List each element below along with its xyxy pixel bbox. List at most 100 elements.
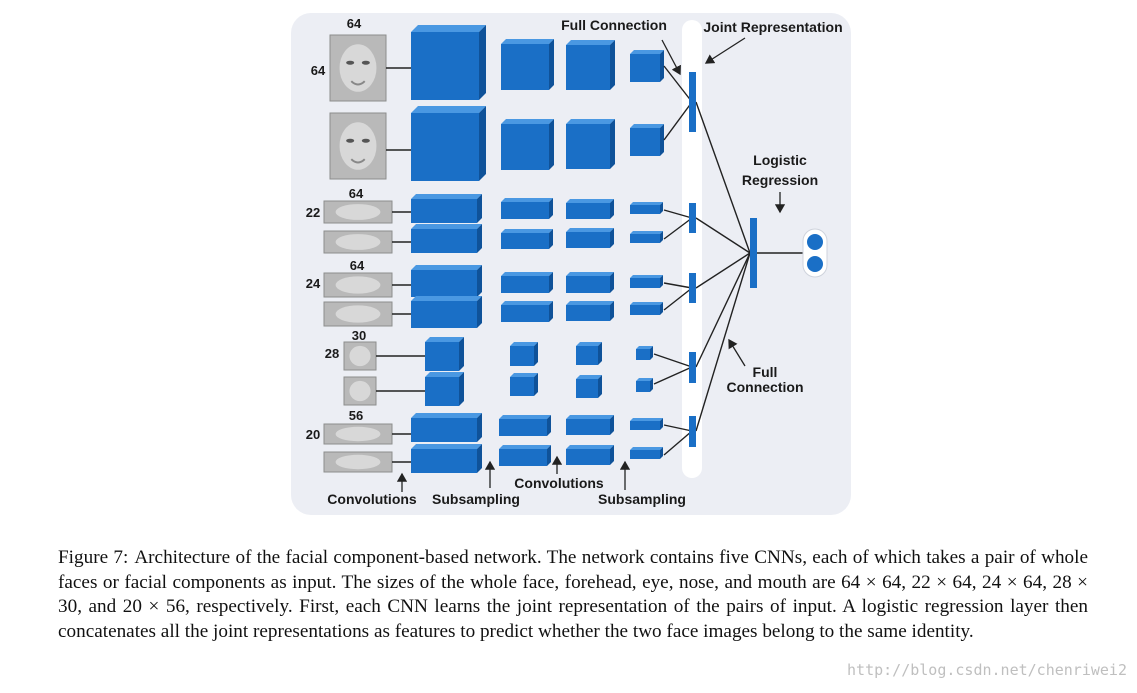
nose-image-1 <box>343 341 377 371</box>
eye-1-conv2-block <box>566 272 614 293</box>
eye-image-1 <box>323 272 393 298</box>
whole-face-width-label: 64 <box>347 16 362 31</box>
to-joint-line-4 <box>663 217 693 240</box>
forehead-image-1 <box>323 200 393 224</box>
whole-face-image-1 <box>329 34 387 102</box>
forehead-image-2 <box>323 230 393 254</box>
whole-face-1-subsample1-block <box>501 39 554 90</box>
output-node-2 <box>807 256 823 272</box>
nose-2-subsample2-block <box>636 378 653 392</box>
full-connection-bottom-arrow <box>728 338 746 367</box>
to-logistic-line-5 <box>695 252 751 432</box>
to-logistic-line-1 <box>695 101 751 254</box>
subsampling-label-1: Subsampling <box>432 491 520 507</box>
nose-image-2 <box>343 376 377 406</box>
convolutions-label-1: Convolutions <box>327 491 417 507</box>
eye-image-2 <box>323 301 393 327</box>
whole-face-1-subsample2-block <box>630 50 664 82</box>
eye-2-conv1-block <box>411 296 482 328</box>
forehead-2-subsample1-block <box>501 229 553 249</box>
forehead-1-conv1-block <box>411 194 482 223</box>
watermark: http://blog.csdn.net/chenriwei2 <box>847 661 1127 679</box>
eye-1-subsample1-block <box>501 272 553 293</box>
whole-face-2-subsample2-block <box>630 124 664 156</box>
to-joint-line-5 <box>663 282 693 289</box>
mouth-2-subsample2-block <box>630 447 663 459</box>
nose-width-label: 30 <box>352 328 366 343</box>
logistic-regression-bar <box>750 218 757 288</box>
whole-face-image-2 <box>329 112 387 180</box>
whole-face-joint-bar <box>689 72 696 132</box>
forehead-joint-bar <box>689 203 696 233</box>
to-joint-line-7 <box>653 353 693 368</box>
forehead-2-conv1-block <box>411 224 482 253</box>
eye-2-conv2-block <box>566 301 614 321</box>
nose-1-subsample1-block <box>510 342 538 366</box>
to-joint-line-10 <box>663 430 693 456</box>
forehead-2-conv2-block <box>566 228 614 248</box>
to-joint-line-9 <box>663 424 693 432</box>
nose-2-conv1-block <box>425 372 464 406</box>
to-logistic-line-4 <box>695 252 751 368</box>
mouth-height-label: 20 <box>306 427 320 442</box>
logistic-regression-label-line2: Regression <box>742 172 818 188</box>
forehead-1-subsample1-block <box>501 198 553 219</box>
forehead-height-label: 22 <box>306 205 320 220</box>
nose-height-label: 28 <box>325 346 339 361</box>
mouth-1-conv2-block <box>566 415 614 435</box>
eye-width-label: 64 <box>350 258 365 273</box>
subsampling-label-2: Subsampling <box>598 491 686 507</box>
nose-2-conv2-block <box>576 375 602 398</box>
to-joint-line-8 <box>653 366 693 385</box>
full-connection-bottom-label-line1: Full <box>753 364 778 380</box>
eye-2-subsample1-block <box>501 301 553 322</box>
to-joint-line-2 <box>663 101 693 141</box>
mouth-image-2 <box>323 451 393 473</box>
mouth-2-subsample1-block <box>499 445 551 466</box>
full-connection-top-arrow <box>661 39 681 76</box>
whole-face-2-conv1-block <box>411 106 486 181</box>
eye-1-conv1-block <box>411 265 482 297</box>
full-connection-bottom-label-line2: Connection <box>727 379 804 395</box>
nose-joint-bar <box>689 352 696 383</box>
nose-1-conv2-block <box>576 342 602 365</box>
to-logistic-line-2 <box>695 217 751 254</box>
nose-2-subsample1-block <box>510 373 538 396</box>
mouth-image-1 <box>323 423 393 445</box>
nose-1-subsample2-block <box>636 346 653 360</box>
output-node-1 <box>807 234 823 250</box>
figure-caption: Figure 7:Architecture of the facial comp… <box>58 546 1088 644</box>
eye-height-label: 24 <box>306 276 321 291</box>
convolutions-label-2: Convolutions <box>514 475 604 491</box>
mouth-2-conv1-block <box>411 444 482 473</box>
to-joint-line-1 <box>663 65 693 103</box>
eye-joint-bar <box>689 273 696 303</box>
mouth-1-subsample1-block <box>499 415 551 436</box>
mouth-1-conv1-block <box>411 413 482 442</box>
mouth-joint-bar <box>689 416 696 447</box>
whole-face-1-conv2-block <box>566 40 615 90</box>
caption-text: Architecture of the facial component-bas… <box>58 547 1088 642</box>
mouth-2-conv2-block <box>566 445 614 465</box>
whole-face-2-conv2-block <box>566 119 615 169</box>
to-joint-line-6 <box>663 287 693 311</box>
figure-label: Figure 7: <box>58 547 129 568</box>
joint-representation-label: Joint Representation <box>703 19 842 35</box>
forehead-1-subsample2-block <box>630 202 663 214</box>
whole-face-1-conv1-block <box>411 25 486 100</box>
joint-representation-arrow <box>704 37 746 64</box>
whole-face-2-subsample1-block <box>501 119 554 170</box>
output-nodes <box>802 228 828 278</box>
logistic-regression-label-line1: Logistic <box>753 152 807 168</box>
forehead-1-conv2-block <box>566 199 614 219</box>
whole-face-height-label: 64 <box>311 63 326 78</box>
eye-2-subsample2-block <box>630 302 663 315</box>
to-joint-line-3 <box>663 209 693 219</box>
nose-1-conv1-block <box>425 337 464 371</box>
to-logistic-line-3 <box>695 252 751 289</box>
full-connection-top-label: Full Connection <box>561 17 667 33</box>
eye-1-subsample2-block <box>630 275 663 288</box>
forehead-width-label: 64 <box>349 186 364 201</box>
forehead-2-subsample2-block <box>630 231 663 243</box>
